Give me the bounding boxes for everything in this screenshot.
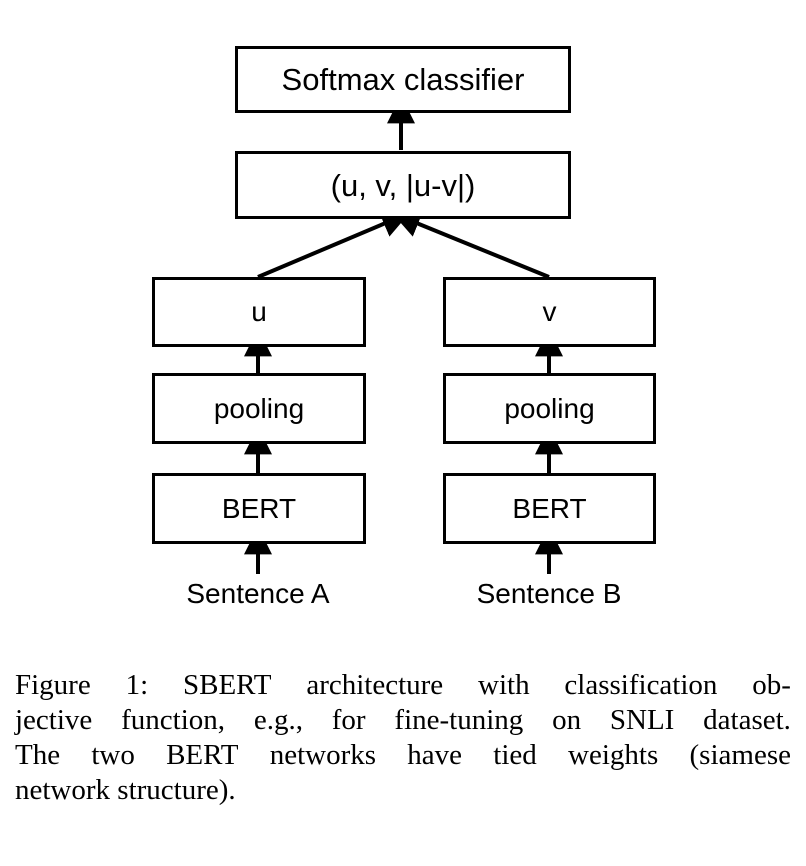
node-embedding-u: u (152, 277, 366, 347)
caption-line-4: network structure). (15, 774, 236, 806)
input-label-sentence-b: Sentence B (476, 578, 622, 609)
input-label-sentence-a: Sentence A (186, 578, 330, 609)
sbert-architecture-diagram: Softmax classifier (u, v, |u-v|) u v poo… (152, 46, 656, 609)
node-feature-concatenation: (u, v, |u-v|) (235, 151, 571, 219)
node-pooling-b: pooling (443, 373, 656, 444)
node-pooling-a: pooling (152, 373, 366, 444)
node-embedding-v: v (443, 277, 656, 347)
arrow-u-to-concat (257, 210, 410, 279)
node-bert-b: BERT (443, 473, 656, 544)
arrow-v-to-concat (392, 210, 550, 279)
node-bert-a: BERT (152, 473, 366, 544)
node-softmax-classifier: Softmax classifier (235, 46, 571, 113)
